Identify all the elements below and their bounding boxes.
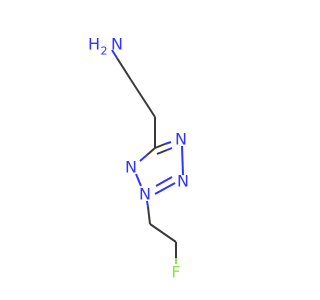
molecule-structure: H 2 N N N N N F [88, 35, 189, 282]
ring-n-top-label: N [175, 130, 187, 149]
bond-ch2-ch2-lower [149, 223, 177, 243]
bond-c5-n4 [154, 143, 166, 149]
bond-n3-n2-double [155, 176, 173, 187]
bond-c5-n4-double [156, 149, 168, 155]
ring-n-left-label: N [125, 158, 137, 177]
bond-c5-n4-n [164, 141, 172, 145]
amine-h2-subscript: 2 [101, 45, 108, 58]
bond-c5-n4-double-n [166, 147, 173, 151]
bond-c5-n1-n [139, 154, 148, 162]
bond-n2-ch2-n [146, 200, 149, 208]
fluorine-label: F [171, 263, 180, 282]
bond-n1-n2 [135, 173, 142, 187]
bond-n2-ch2 [147, 206, 151, 225]
amine-h-label: H [88, 35, 100, 54]
bond-n4-n3 [181, 145, 184, 176]
ring-n-bottom-label: N [139, 185, 151, 204]
bond-n3-n2 [154, 182, 176, 195]
ring-n-right-label: N [177, 172, 189, 191]
bond-c5-n1 [146, 147, 156, 156]
bond-amine-ch2 [116, 57, 132, 81]
bond-amine-n-part [111, 49, 118, 59]
amine-n-label: N [111, 35, 123, 54]
bond-ch2-ch2 [130, 79, 156, 118]
